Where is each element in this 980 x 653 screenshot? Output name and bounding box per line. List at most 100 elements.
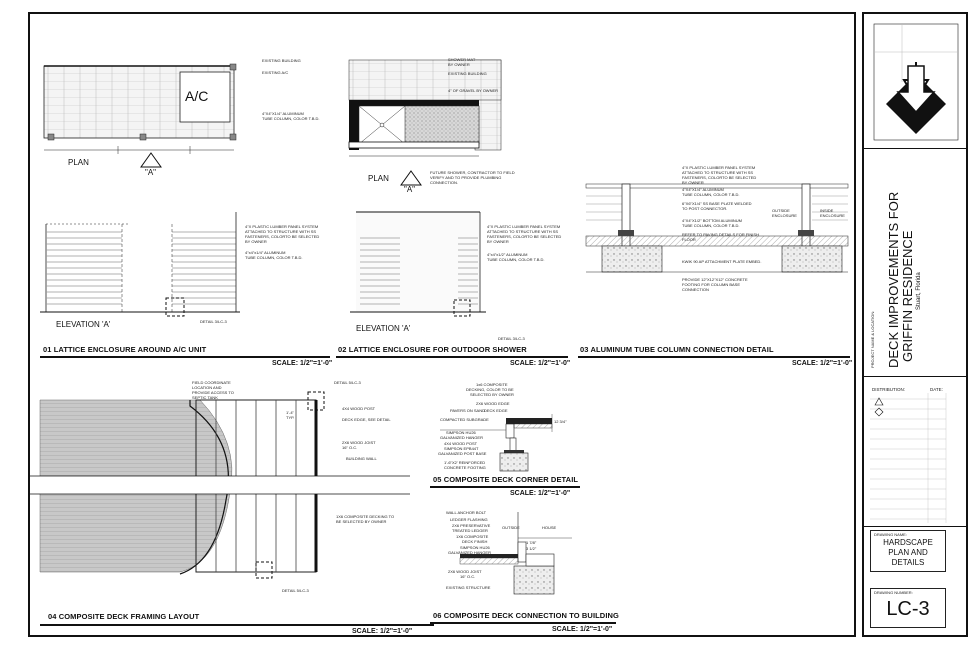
d05-note: 2X6 WOOD EDGE	[476, 401, 510, 406]
d01-elev-note: 4"X PLASTIC LUMBER PANEL SYSTEM	[245, 224, 319, 229]
drawing-frame	[28, 12, 856, 637]
detail-02-section-mark: "A"	[404, 185, 416, 194]
d06-note: 2X6 WOOD JOIST	[448, 569, 482, 574]
d01-elev-note: ATTACHED TO STRUCTURE WITH SS	[245, 229, 317, 234]
project-name-area: PROJECT NAME & LOCATION: DECK IMPROVEMEN…	[866, 150, 966, 372]
detail-01-scale: SCALE: 1/2"=1'-0"	[272, 360, 333, 367]
project-name-line-1: DECK IMPROVEMENTS FOR	[886, 191, 901, 368]
detail-03-title: 03 ALUMINUM TUBE COLUMN CONNECTION DETAI…	[580, 345, 774, 354]
d06-note: DECK FINISH	[462, 539, 488, 544]
title-block-rule	[864, 526, 966, 527]
d02-note: SHOWER MAT	[448, 57, 476, 62]
d03-note: TUBE COLUMN, COLOR T.B.D.	[682, 223, 740, 228]
d03-note: 4"X4"X1/4" ALUMINUM	[682, 187, 724, 192]
d04-right-note: BE SELECTED BY OWNER	[336, 519, 387, 524]
d03-note: REFER TO PAVING DETAILS FOR FINISH	[682, 232, 759, 237]
detail-04-title: 04 COMPOSITE DECK FRAMING LAYOUT	[48, 612, 200, 621]
date-label: DATE:	[930, 387, 943, 392]
d03-note: FLOOR	[682, 237, 696, 242]
detail-04-scale: SCALE: 1/2"=1'-0"	[352, 628, 413, 635]
d06-outside-label: OUTSIDE	[502, 525, 520, 530]
d01-elev-note: TUBE COLUMN, COLOR T.B.D.	[245, 255, 303, 260]
detail-04-framing-drawing	[30, 391, 410, 579]
detail-01-elevation-label: ELEVATION 'A'	[56, 320, 111, 329]
d05-note: 1'-6"X2' REINFORCED	[444, 460, 486, 465]
d04-note: PROVIDE ACCESS TO	[192, 390, 234, 395]
detail-06-scale: SCALE: 1/2"=1'-0"	[552, 626, 613, 633]
d06-note: GALVANIZED HANGER	[448, 550, 491, 555]
d03-note: 4"X4"X1/2" BOTTOM ALUMINUM	[682, 218, 742, 223]
d04-right-note: 16" O.C.	[342, 445, 358, 450]
drawing-name-line: DETAILS	[891, 558, 925, 567]
d02-note: 4" OF GRAVEL BY OWNER	[448, 88, 499, 93]
d03-note: PROVIDE 12"X12"X12" CONCRETE	[682, 277, 748, 282]
d01-elev-note: 4"x4"x1/4" ALUMINUM	[245, 250, 286, 255]
detail-02-title: 02 LATTICE ENCLOSURE FOR OUTDOOR SHOWER	[338, 345, 527, 354]
detail-03-scale: SCALE: 1/2"=1'-0"	[792, 360, 853, 367]
d05-note: SIMPSON HU26	[446, 430, 476, 435]
d06-note: 2X6 PRESERVATIVE	[452, 523, 491, 528]
d02-elev-note: FASTENERS, COLORTO BE SELECTED	[487, 234, 562, 239]
ac-unit-label: A/C	[185, 88, 209, 104]
detail-01-plan-drawing	[43, 63, 237, 154]
title-rule	[336, 356, 568, 358]
d01-note: TUBE COLUMN, COLOR T.B.D.	[262, 116, 320, 121]
d06-note: 16" O.C.	[460, 574, 476, 579]
d03-inside-label: INSIDE	[820, 208, 834, 213]
d02-note: BY OWNER	[448, 62, 470, 67]
d04-right-note: BUILDING WALL	[346, 456, 377, 461]
detail-01-plan-label: PLAN	[68, 158, 89, 167]
detail-03-connection-drawing	[585, 183, 849, 273]
detail-02-plan-label: PLAN	[368, 174, 389, 183]
title-rule	[40, 624, 434, 626]
d04-right-note: DETAIL 5/LC-3	[334, 380, 361, 385]
d05-note: CONCRETE FOOTING	[444, 465, 486, 470]
d05-note: GALVANIZED HANGER	[440, 435, 483, 440]
drawing-name-line: HARDSCAPE	[883, 538, 933, 547]
d03-note: TO POST CONNECTOR.	[682, 206, 728, 211]
d05-note: DECKING, COLOR TO BE	[466, 387, 514, 392]
d05-note: PAVERS ON SAND	[450, 408, 485, 413]
title-rule	[430, 622, 616, 624]
detail-02-scale: SCALE: 1/2"=1'-0"	[510, 360, 571, 367]
d02-elev-note: BY OWNER	[487, 239, 509, 244]
d03-outside-label: OUTSIDE	[772, 208, 790, 213]
project-location: Stuart, Florida	[916, 272, 922, 310]
distribution-label: DISTRIBUTION:	[872, 387, 906, 392]
d03-note: ATTACHED TO STRUCTURE WITH SS	[682, 170, 754, 175]
d03-inside-label: ENCLOSURE	[820, 213, 845, 218]
d03-note: CONNECTION	[682, 287, 709, 292]
d02-elev-note: 4"X PLASTIC LUMBER PANEL SYSTEM	[487, 224, 561, 229]
detail-06-connection-drawing	[459, 512, 572, 595]
d04-spacing: TYP.	[286, 415, 295, 420]
d03-note: BY OWNER	[682, 180, 704, 185]
detail-05-corner-drawing	[440, 414, 553, 472]
d05-note: SELECTED BY OWNER	[470, 392, 514, 397]
d06-note: SIMPSON HU26	[460, 545, 490, 550]
d02-shower-note: FUTURE SHOWER, CONTRACTOR TO FIELD	[430, 170, 515, 175]
section-marker-triangle	[140, 152, 162, 168]
d02-shower-note: VERIFY AND TO PROVIDE PLUMBING	[430, 175, 502, 180]
d02-detail-ref: DETAIL 3/LC-3	[498, 336, 525, 341]
d03-note: TUBE COLUMN, COLOR T.B.D.	[682, 192, 740, 197]
detail-01-elevation-drawing	[40, 212, 240, 317]
drawing-name-line: PLAN AND	[888, 548, 928, 557]
d03-note: KWIK 90 AP ATTACHMENT PLATE EMBED.	[682, 259, 762, 264]
d04-spacing: 1'-4"	[286, 410, 294, 415]
d06-note: 1X6 COMPOSITE	[456, 534, 489, 539]
detail-02-plan-drawing	[348, 59, 502, 157]
d06-note: TREATED LEDGER	[452, 528, 488, 533]
d02-note: EXISTING BUILDING	[448, 71, 487, 76]
detail-05-title: 05 COMPOSITE DECK CORNER DETAIL	[433, 475, 579, 484]
d05-note: COMPACTED SUBGRADE	[440, 417, 489, 422]
detail-01-section-mark: "A"	[145, 168, 157, 177]
d02-elev-note: 4"x4"x1/2" ALUMINUM	[487, 252, 528, 257]
north-arrow-icon	[873, 23, 959, 141]
d06-note: LEDGER FLASHING	[450, 517, 488, 522]
d06-note: WALL ANCHOR BOLT	[446, 510, 487, 515]
drawing-number-label: DRAWING NUMBER:	[874, 590, 913, 595]
d01-note: 4"X4"X1/4" ALUMINUM	[262, 111, 304, 116]
d01-elev-note: BY OWNER	[245, 239, 267, 244]
d04-right-note: 4X4 WOOD POST	[342, 406, 376, 411]
drawing-name-label: DRAWING NAME:	[874, 532, 907, 537]
